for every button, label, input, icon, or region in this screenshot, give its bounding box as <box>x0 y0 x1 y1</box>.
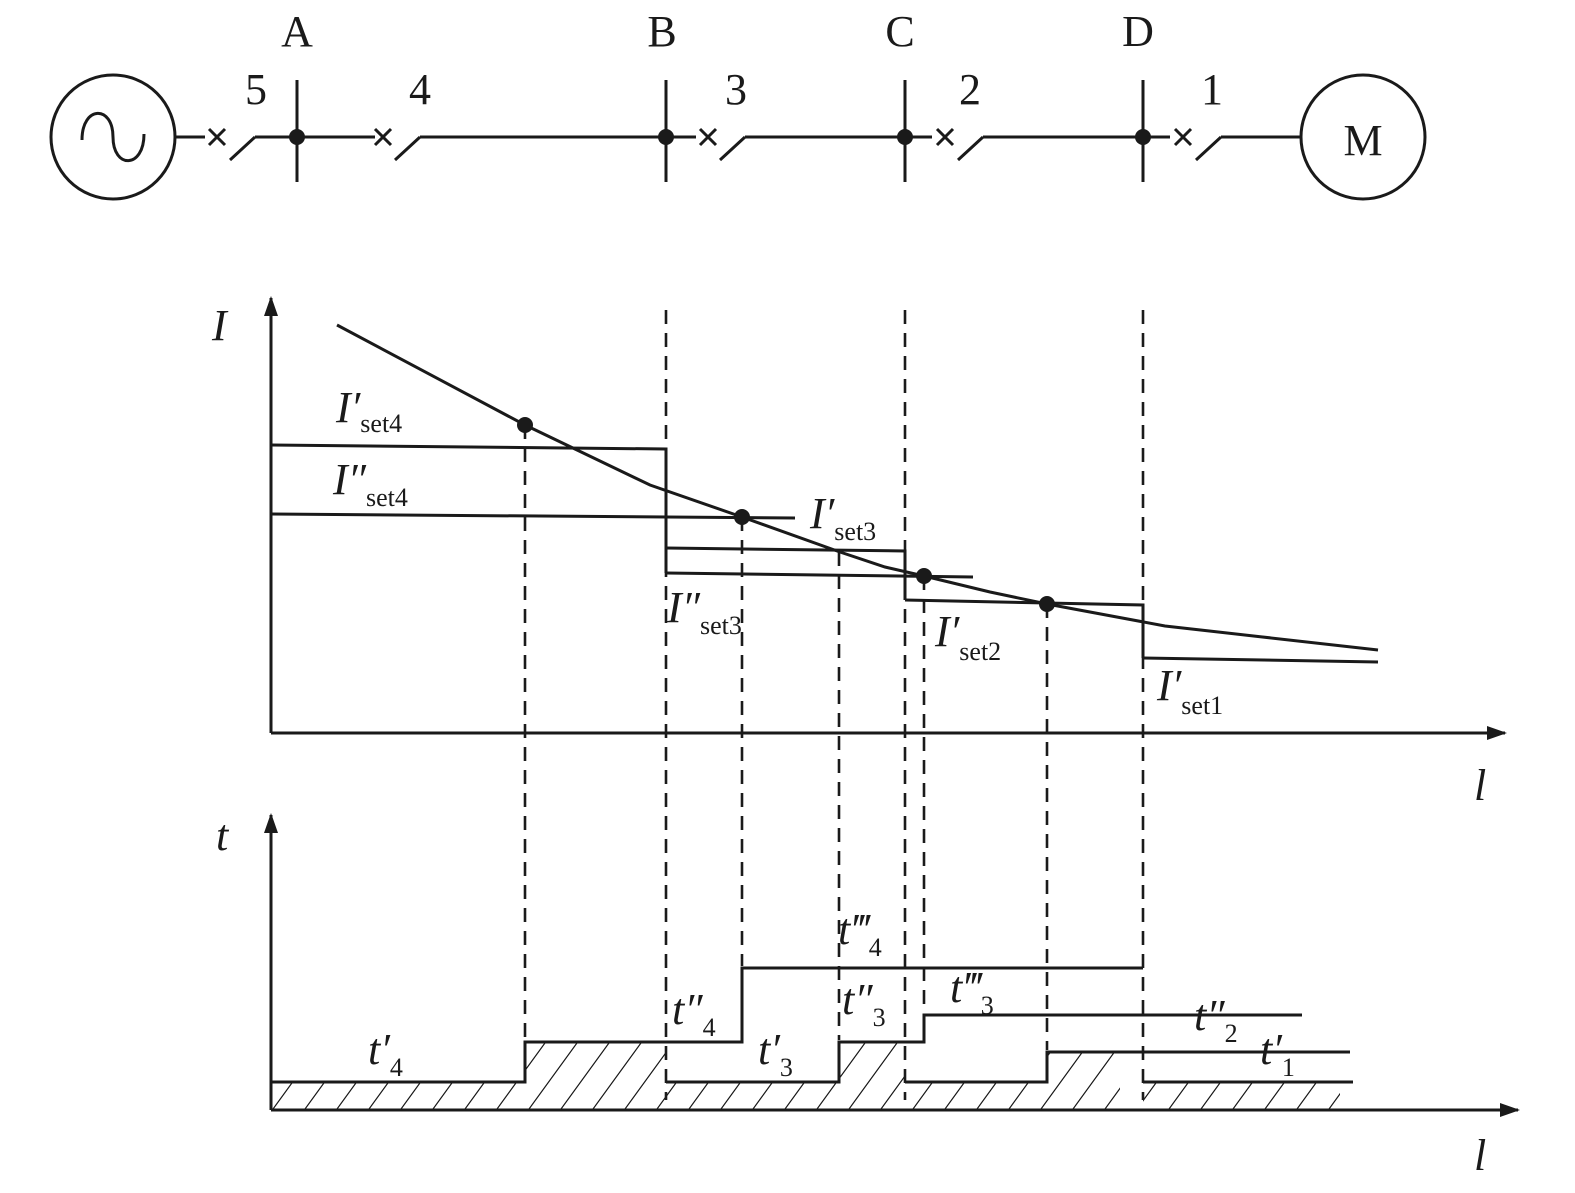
current-chart: I l I′set4 I″set4 I′set3 I″set3 I′set2 I… <box>211 296 1507 810</box>
breaker-label-4: 4 <box>409 65 431 114</box>
current-axis-label: I <box>211 301 229 350</box>
intersection-points <box>517 417 1055 612</box>
label-t2-double-prime: t″2 <box>1194 991 1238 1048</box>
label-i-set3-prime: I′set3 <box>809 489 876 546</box>
one-line-diagram: M A B C D 5 4 3 2 1 <box>49 7 1427 201</box>
motor-icon: M <box>1299 73 1427 201</box>
label-t1-prime: t′1 <box>1260 1025 1295 1082</box>
label-t4-triple-prime: t‴4 <box>838 905 882 962</box>
label-i-set1-prime: I′set1 <box>1156 661 1223 720</box>
projection-lines <box>523 310 1145 1100</box>
breaker-label-5: 5 <box>245 65 267 114</box>
breaker-label-2: 2 <box>959 65 981 114</box>
bus-label-d: D <box>1122 7 1154 56</box>
label-i-set3-double-prime: I″set3 <box>666 583 742 640</box>
motor-label: M <box>1343 116 1382 165</box>
time-axis-label: t <box>216 811 230 860</box>
breaker-icons <box>207 127 1223 162</box>
label-t3-triple-prime: t‴3 <box>950 963 994 1020</box>
time-step-lines <box>271 966 1353 1084</box>
bus-label-a: A <box>281 7 313 56</box>
label-i-set4-prime: I′set4 <box>335 383 402 438</box>
breaker-label-3: 3 <box>725 65 747 114</box>
fault-current-curve <box>336 323 1379 652</box>
label-t4-double-prime: t″4 <box>672 985 716 1042</box>
bus-label-b: B <box>647 7 676 56</box>
time-chart: t l t′4 t″4 t‴4 t′3 t″3 t‴3 t″2 t′1 <box>216 811 1520 1180</box>
setting-lines <box>270 443 1379 664</box>
distance-axis-label: l <box>1474 761 1486 810</box>
label-i-set2-prime: I′set2 <box>934 607 1001 666</box>
label-t3-prime: t′3 <box>758 1025 793 1082</box>
label-i-set4-double-prime: I″set4 <box>332 455 408 512</box>
label-t4-prime: t′4 <box>368 1025 403 1082</box>
breaker-label-1: 1 <box>1201 65 1223 114</box>
generator-icon <box>49 73 177 201</box>
bus-dots <box>289 129 1151 145</box>
primary-zone-hatching <box>271 1042 1340 1110</box>
bus-label-c: C <box>885 7 914 56</box>
label-t3-double-prime: t″3 <box>842 975 886 1032</box>
distance-axis-label-2: l <box>1474 1131 1486 1180</box>
